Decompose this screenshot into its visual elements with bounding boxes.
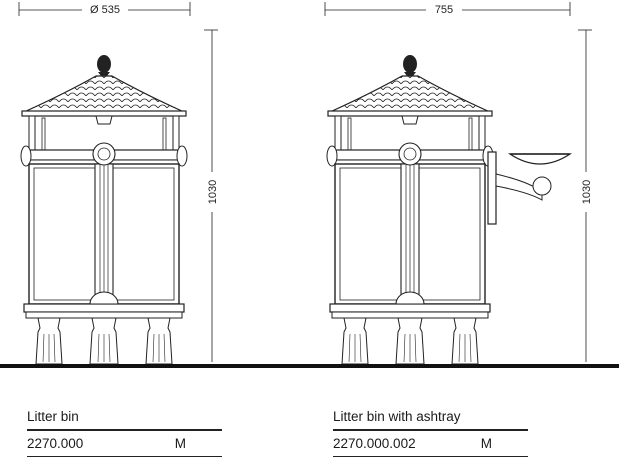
litter-bin-with-ashtray-drawing [326, 54, 573, 365]
product-code: 2270.000.002 [333, 436, 416, 451]
product-suffix: M [174, 436, 186, 451]
right-height-label: 1030 [581, 180, 593, 204]
product-suffix: M [480, 436, 492, 451]
product-code: 2270.000 [27, 436, 84, 451]
product-litter-bin-with-ashtray: Litter bin with ashtray 2270.000.002 M [333, 404, 528, 457]
right-width-label: 755 [435, 4, 453, 16]
product-code-row: 2270.000 M [27, 430, 222, 457]
product-name-row: Litter bin with ashtray [333, 404, 528, 430]
product-code-row: 2270.000.002 M [333, 430, 528, 457]
ground-line [0, 364, 619, 368]
product-name: Litter bin [27, 409, 79, 424]
product-litter-bin: Litter bin 2270.000 M [27, 404, 222, 457]
left-height-label: 1030 [207, 180, 219, 204]
product-name: Litter bin with ashtray [333, 409, 461, 424]
product-name-row: Litter bin [27, 404, 222, 430]
ashtray-icon [487, 151, 573, 225]
litter-bin-drawing [20, 54, 188, 365]
technical-drawing: Ø 535 755 1030 1030 [0, 2, 619, 368]
left-width-label: Ø 535 [90, 4, 120, 16]
